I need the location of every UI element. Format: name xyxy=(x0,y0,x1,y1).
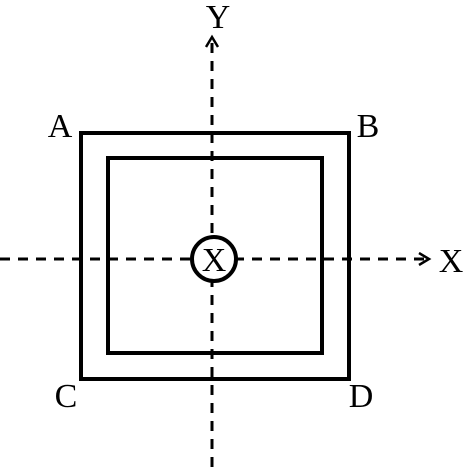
y-axis-label: Y xyxy=(206,0,231,36)
corner-label-bottom-right: D xyxy=(349,378,374,415)
outer-square xyxy=(79,131,351,381)
x-axis-label: X xyxy=(439,243,464,280)
center-circle xyxy=(190,235,238,283)
corner-label-top-right: B xyxy=(357,108,380,145)
center-symbol-label: X xyxy=(202,242,227,279)
inner-square xyxy=(106,156,324,355)
corner-label-top-left: A xyxy=(48,108,73,145)
corner-label-bottom-left: C xyxy=(55,378,78,415)
